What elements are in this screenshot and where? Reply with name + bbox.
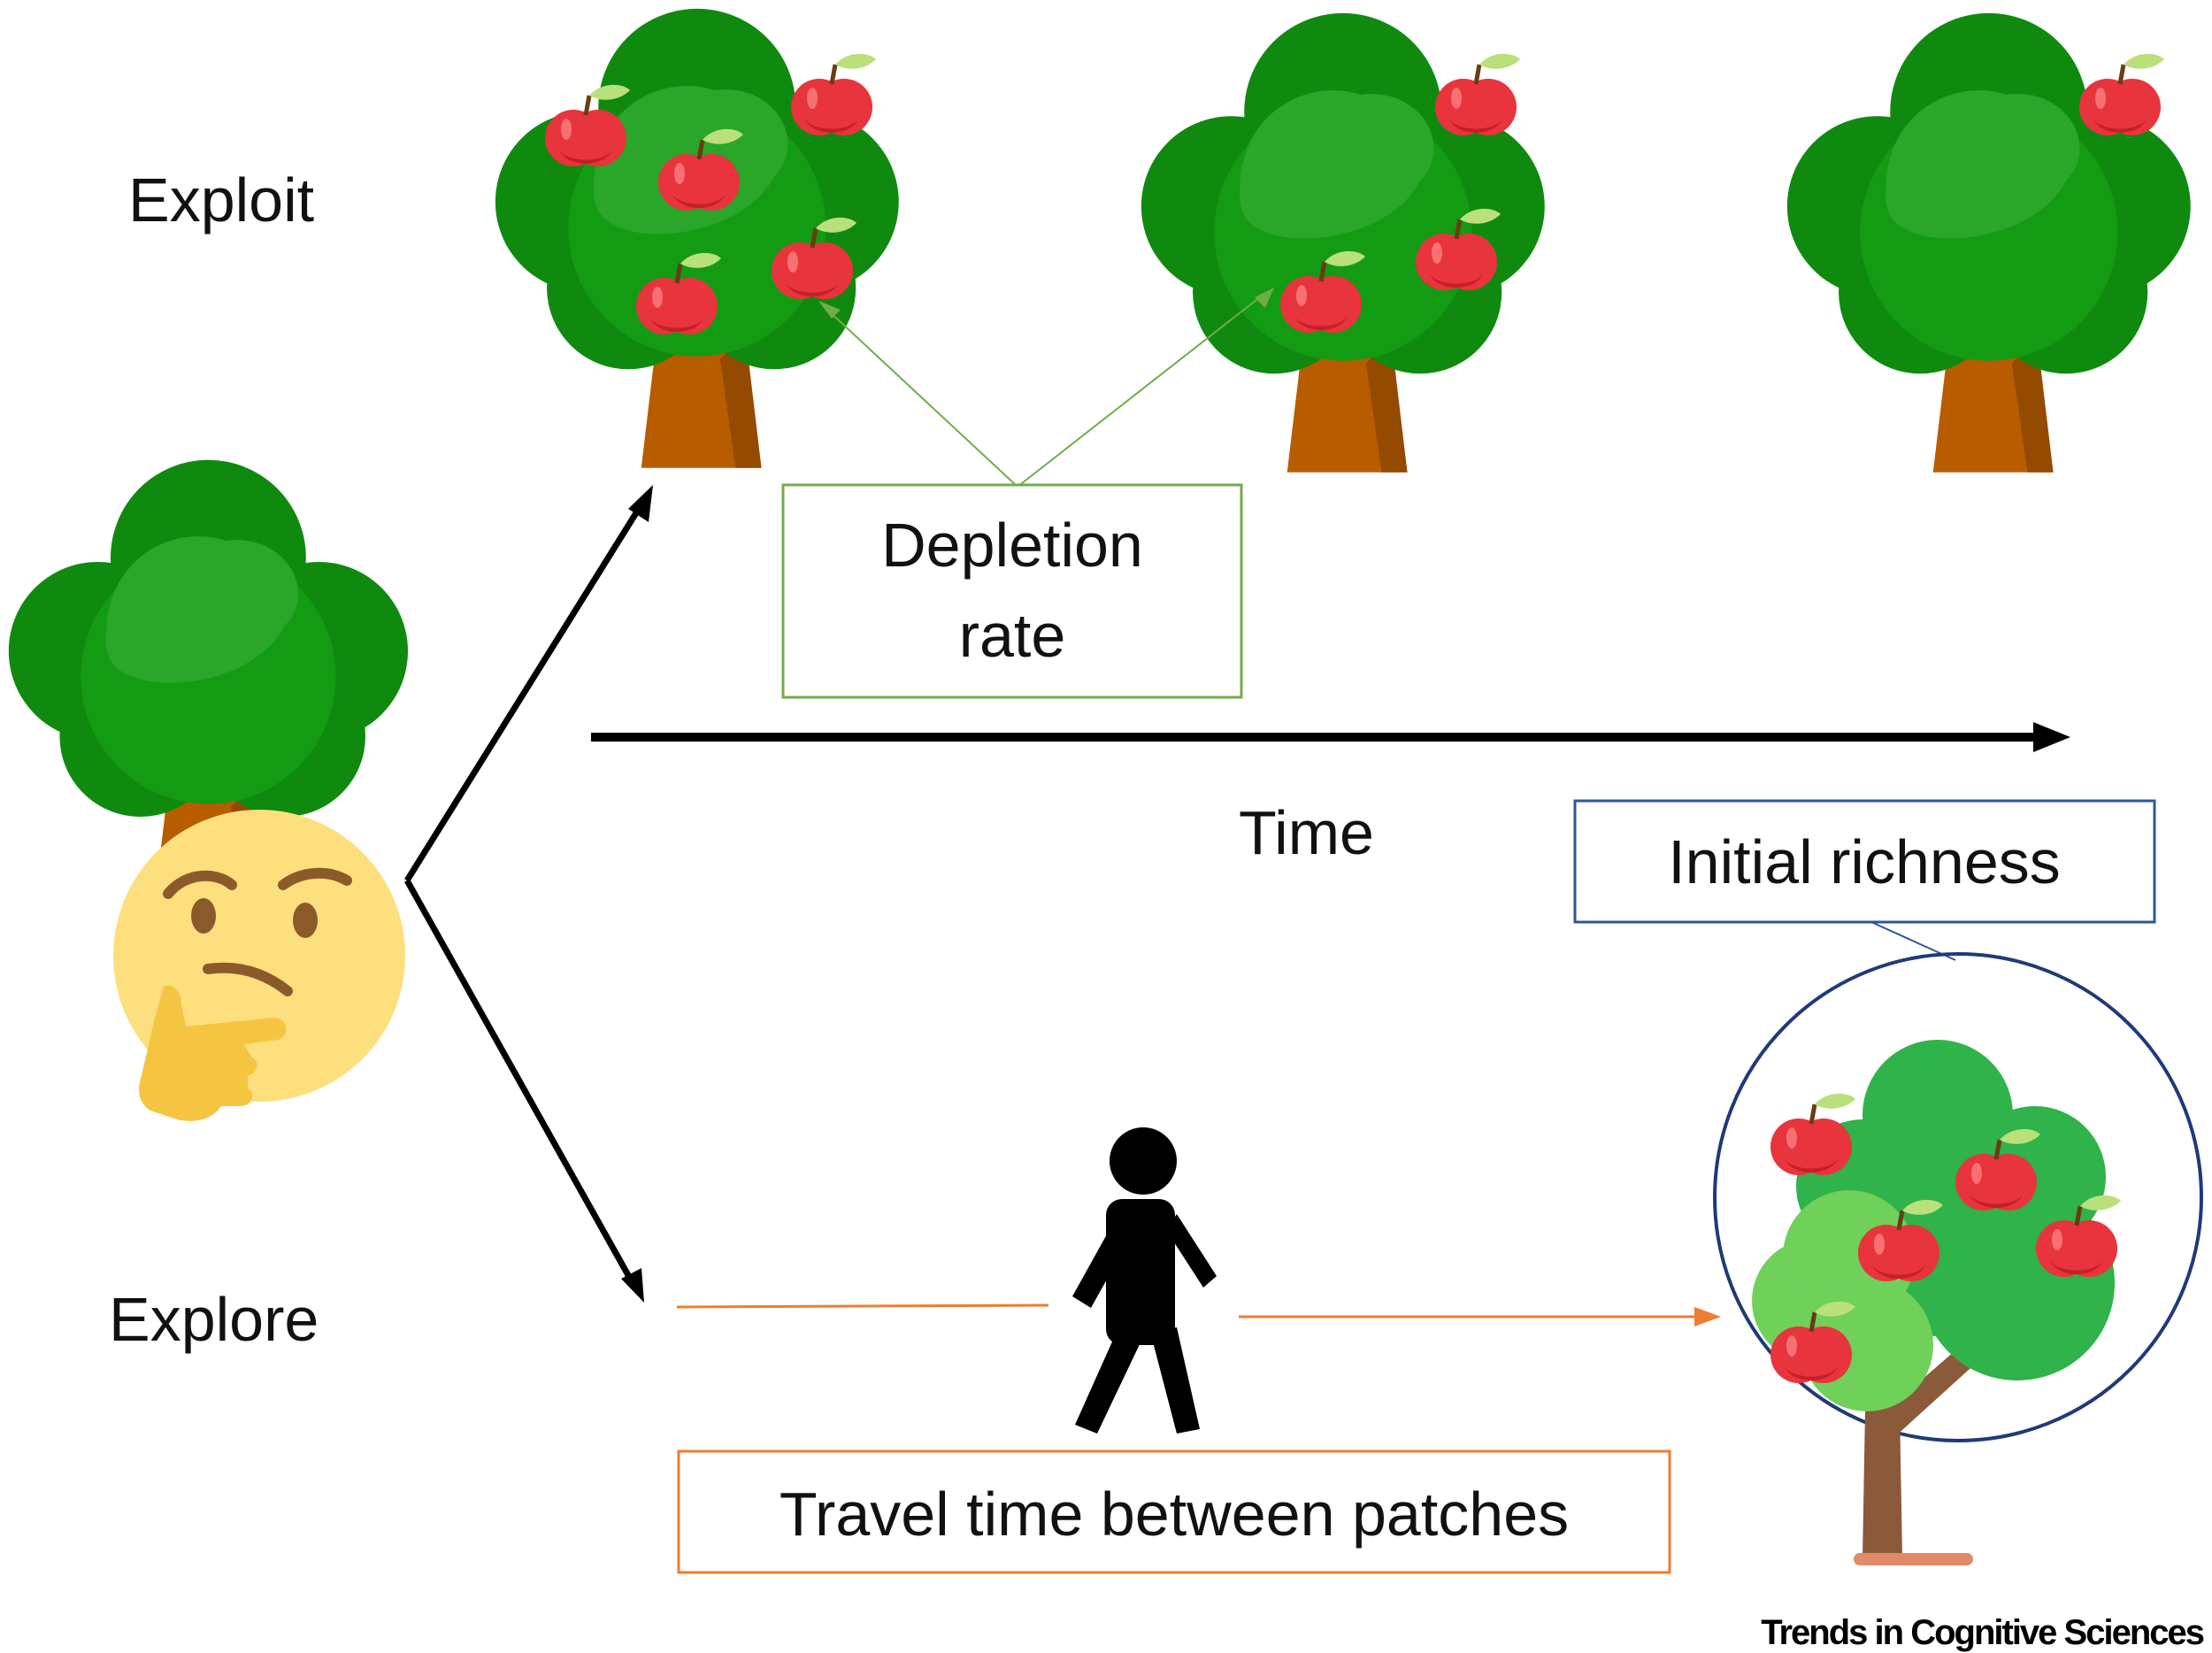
travel-time-callout: Travel time between patches (677, 1449, 1671, 1574)
exploit-label: Exploit (128, 165, 314, 234)
time-arrow (591, 722, 2070, 752)
depletion-rate-label-line1: Depletion (881, 511, 1143, 580)
apple-icon (1435, 54, 1520, 135)
depletion-rate-box (781, 483, 1243, 699)
initial-richness-label: Initial richness (1668, 827, 2061, 896)
travel-time-label: Travel time between patches (780, 1480, 1569, 1549)
travel-time-box (677, 1449, 1671, 1574)
depletion-rate-callout: Depletion rate (781, 288, 1274, 699)
richness-highlight-circle (1713, 952, 2203, 1442)
apple-icon (1770, 1094, 1855, 1175)
thinking-face-icon (113, 810, 405, 1121)
time-label: Time (1239, 798, 1374, 867)
apple-icon (2079, 54, 2164, 135)
apple-icon (791, 54, 876, 135)
tree-icon (495, 8, 899, 468)
exploit-tree-full (495, 8, 899, 468)
explore-branch-arrow (403, 879, 644, 1303)
explore-label: Explore (109, 1285, 319, 1354)
new-patch-tree (1752, 1040, 2115, 1565)
apple-icon (545, 85, 630, 166)
initial-richness-box (1573, 799, 2156, 924)
journal-credit: Trends in Cognitive Sciences (1761, 1613, 2203, 1652)
exploit-branch-arrow (404, 485, 653, 882)
initial-richness-callout: Initial richness (1573, 799, 2203, 1442)
depletion-rate-label-line2: rate (959, 601, 1066, 670)
walking-person-icon (1072, 1127, 1217, 1434)
travel-arrow (676, 1303, 1721, 1326)
